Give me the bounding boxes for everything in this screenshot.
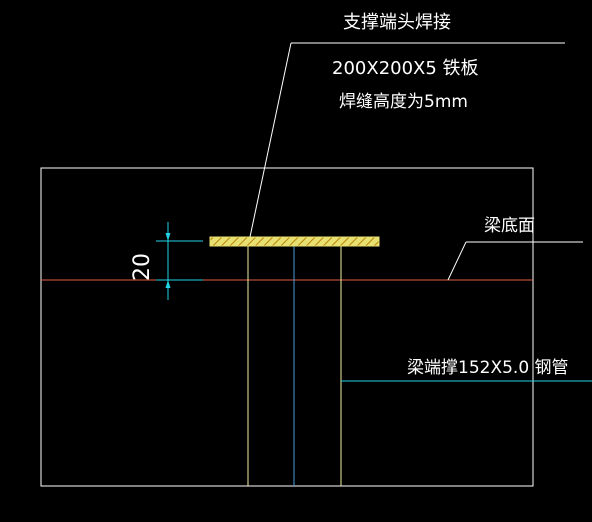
dimension-20: 20 bbox=[130, 222, 203, 300]
dimension-arrow-top bbox=[165, 233, 171, 241]
plate-leader-diagonal bbox=[249, 42, 292, 238]
title-note: 支撑端头焊接 bbox=[343, 12, 451, 33]
pipe-spec-label: 梁端撑152X5.0 钢管 bbox=[407, 358, 569, 378]
beam-bottom-label: 梁底面 bbox=[484, 216, 535, 236]
steel-plate bbox=[209, 236, 380, 247]
dimension-arrow-bottom bbox=[165, 280, 171, 288]
section-outline bbox=[40, 167, 534, 487]
weld-height-label: 焊缝高度为5mm bbox=[339, 92, 468, 112]
plate-spec-label: 200X200X5 铁板 bbox=[332, 58, 479, 79]
beam-leader-diagonal bbox=[447, 241, 467, 281]
dimension-value: 20 bbox=[130, 253, 155, 281]
